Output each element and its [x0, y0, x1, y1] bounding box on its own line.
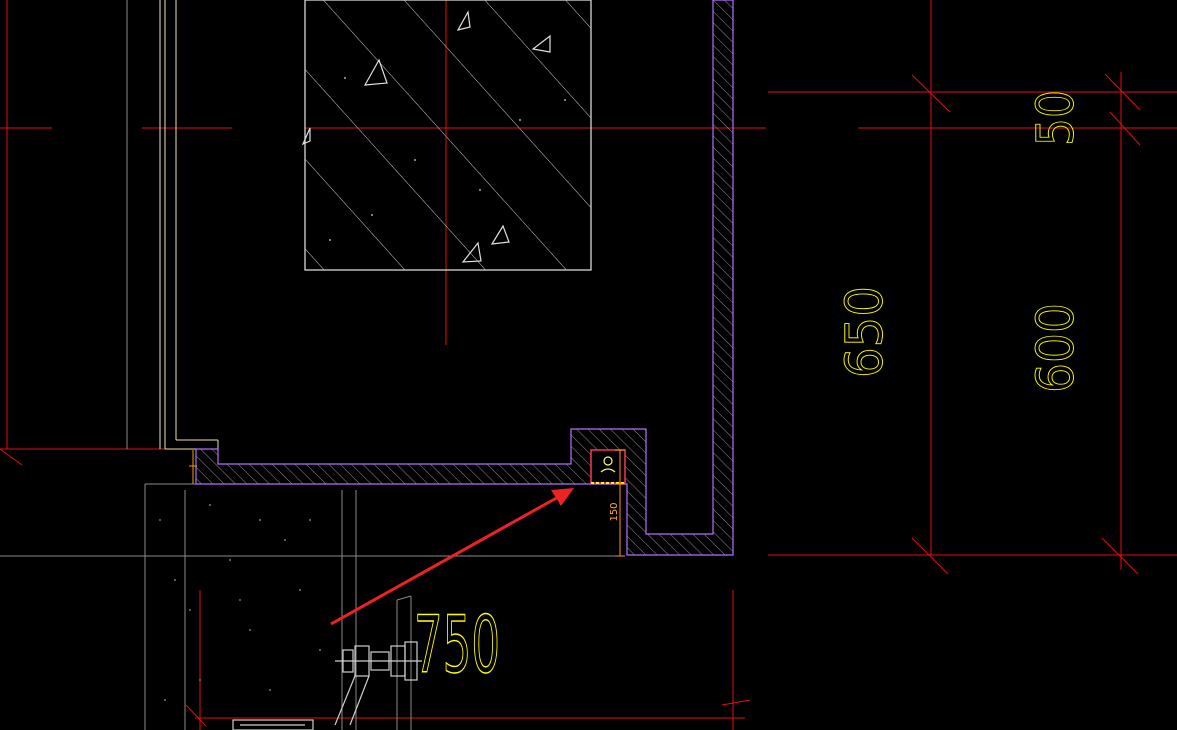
glass-speckles: [329, 77, 566, 241]
red-arrow-pointer-icon: [330, 488, 574, 626]
dimension-150: 150: [609, 502, 620, 521]
grey-construction-lines: [0, 0, 620, 730]
dimension-750: 750: [414, 601, 500, 691]
glass-triangle-icon: [301, 10, 551, 263]
bottom-detail-region: [159, 504, 321, 701]
floor-drain: [590, 449, 626, 484]
pipe-fitting-icon: [232, 641, 422, 730]
dimension-650: 650: [835, 286, 894, 378]
floor-drain-icon: [600, 456, 616, 473]
wall-face-lines: [159, 0, 219, 450]
glass-panel: [301, 0, 592, 271]
dimension-600: 600: [1026, 303, 1085, 393]
dimension-50: 50: [1026, 90, 1085, 146]
hatched-wall: [195, 0, 734, 556]
orange-dimension-marks: [189, 449, 625, 557]
